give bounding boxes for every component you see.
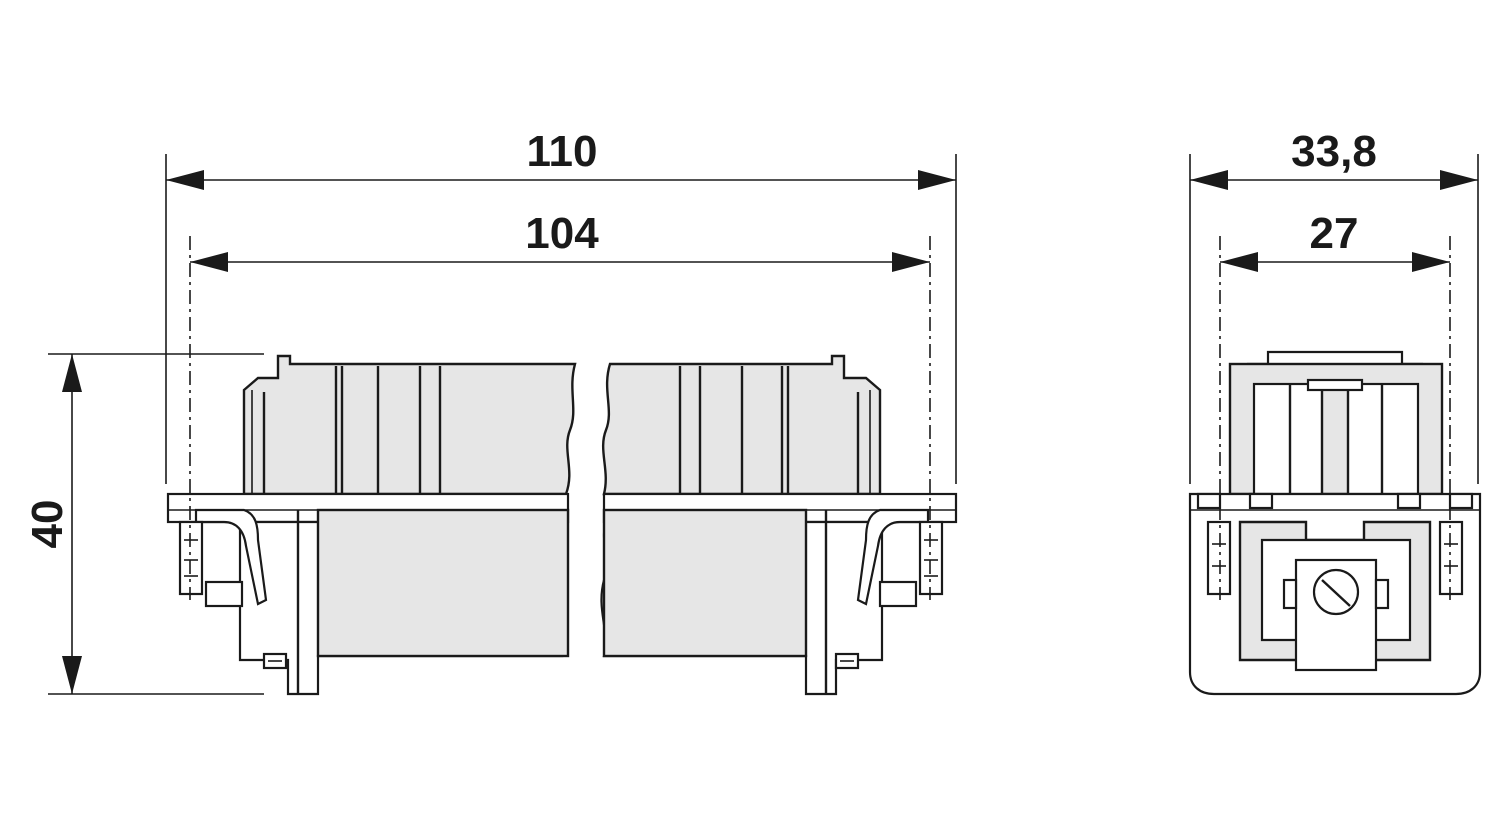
dim-label-27: 27 <box>1310 209 1359 258</box>
housing-ribs <box>251 366 871 494</box>
dim-label-33-8: 33,8 <box>1291 127 1377 176</box>
lower-inner-left <box>316 508 570 658</box>
locking-lever-right <box>856 508 930 606</box>
front-view <box>166 354 958 696</box>
dim-label-40: 40 <box>23 500 72 549</box>
dim-label-110: 110 <box>527 127 598 176</box>
dim-label-104: 104 <box>525 209 599 258</box>
lower-inner-right <box>602 508 808 658</box>
side-view <box>1188 350 1482 696</box>
front-upper-housing-left <box>242 354 577 496</box>
locking-lever-left <box>194 508 268 606</box>
dimension-lines <box>48 154 1479 695</box>
